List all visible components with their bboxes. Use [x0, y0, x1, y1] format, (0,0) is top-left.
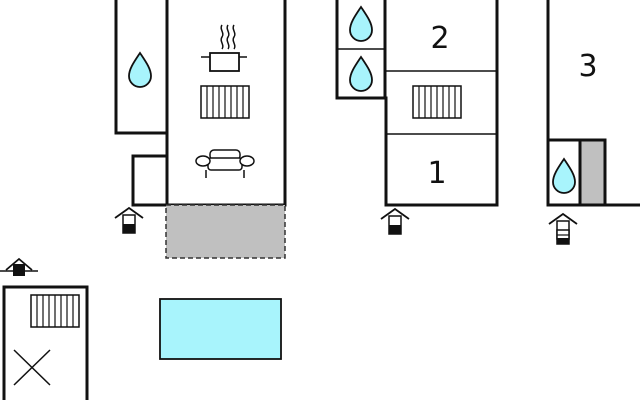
radiator-icon — [200, 85, 250, 119]
cooking-pot-icon — [201, 24, 247, 72]
radiator-icon — [30, 294, 80, 328]
entrance-icon — [0, 257, 38, 276]
swimming-pool — [159, 298, 282, 360]
entrance-icon — [548, 213, 578, 245]
radiator-icon — [412, 85, 462, 119]
terrace — [165, 204, 286, 259]
entrance-icon — [114, 207, 144, 234]
room-number-1: 1 — [427, 156, 446, 191]
sofa-icon — [195, 149, 255, 178]
cross-icon — [13, 349, 51, 386]
room-number-3: 3 — [578, 49, 597, 84]
entrance-icon — [380, 208, 410, 235]
room-number-2: 2 — [430, 21, 449, 56]
building-right — [546, 0, 640, 207]
